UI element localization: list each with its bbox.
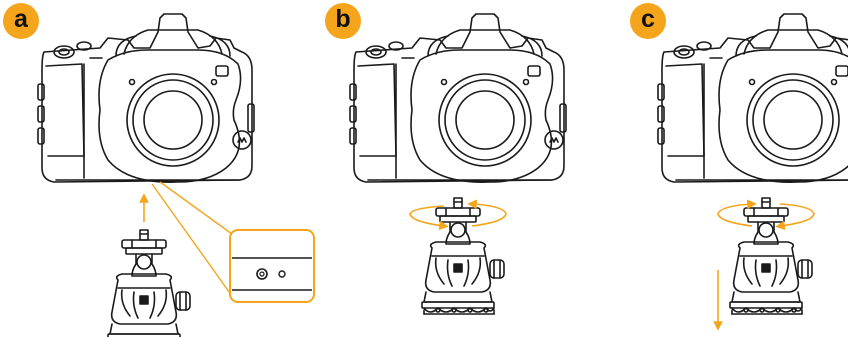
camera-a-icon: [38, 14, 254, 182]
ballhead-c-icon: [730, 198, 812, 314]
camera-c-icon: [658, 14, 848, 182]
callout-line-top: [160, 182, 232, 234]
zoom-callout: [230, 230, 314, 302]
ballhead-b-icon: [422, 198, 504, 314]
ballhead-a-icon: [108, 230, 190, 337]
camera-b-icon: [350, 14, 566, 182]
